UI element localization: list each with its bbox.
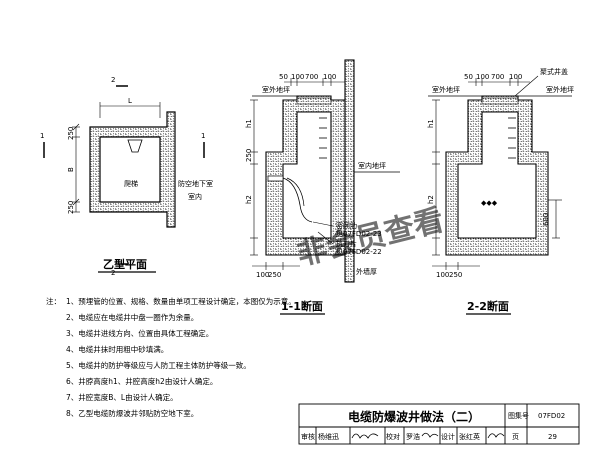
s1-dim-250: 250 bbox=[245, 149, 253, 162]
s1-bottom-dim-250: 250 bbox=[268, 271, 281, 279]
s2-title: 2-2断面 bbox=[467, 299, 509, 313]
s1-part1-ref: 见07FD02-23 bbox=[336, 230, 382, 238]
s1-cover-slab bbox=[296, 97, 332, 105]
design-label: 设计 bbox=[441, 432, 455, 441]
note-item: 3、电缆井进线方向、位置由具体工程确定。 bbox=[66, 328, 213, 338]
s2-outdoor-ground-right: 室外地坪 bbox=[546, 85, 574, 94]
check-label: 校对 bbox=[386, 432, 400, 441]
note-item: 7、井腔宽度B、L由设计人确定。 bbox=[66, 392, 178, 402]
plan-dim-250-bottom: 250 bbox=[67, 201, 75, 214]
s2-dim-h1: h1 bbox=[427, 119, 435, 128]
s1-ladder-rungs bbox=[319, 117, 327, 159]
s1-wall-thickness-label: 外墙厚 bbox=[356, 267, 377, 276]
note-item: 6、井脖高度h1、井腔高度h2由设计人确定。 bbox=[66, 376, 217, 386]
s2-cover-slab bbox=[481, 97, 519, 105]
s1-top-dim-100b: 100 bbox=[323, 73, 336, 81]
checker-signature bbox=[421, 432, 439, 438]
s2-outdoor-ground-left: 室外地坪 bbox=[432, 85, 460, 94]
s2-ladder-rungs bbox=[508, 117, 516, 159]
s1-cable-2 bbox=[286, 177, 305, 207]
atlas-label: 图集号 bbox=[508, 411, 529, 420]
note-item: 8、乙型电缆防爆波井邻贴防空地下室。 bbox=[66, 408, 198, 418]
s2-top-dim-100: 100 bbox=[476, 73, 489, 81]
note-item: 4、电缆井抹时用粗中砂填满。 bbox=[66, 344, 168, 354]
note-item: 5、电缆井的防护等级应与人防工程主体防护等级一致。 bbox=[66, 360, 251, 370]
s2-bottom-dim-250: 250 bbox=[449, 271, 462, 279]
room-label-1: 防空地下室 bbox=[178, 179, 213, 188]
s1-leader-2 bbox=[317, 231, 334, 245]
review-label: 审核 bbox=[301, 432, 315, 441]
watermark: 非会员查看 bbox=[293, 203, 447, 273]
plan-walls bbox=[89, 111, 176, 228]
s1-dim-h2: h2 bbox=[245, 195, 253, 204]
reviewer-name: 杨维迅 bbox=[318, 432, 339, 441]
s2-shaft-walls bbox=[445, 95, 549, 256]
designer-name: 张红英 bbox=[459, 432, 480, 441]
plan-dim-250-top: 250 bbox=[67, 127, 75, 140]
s2-cover-label: 聚式井盖 bbox=[540, 67, 568, 76]
s2-top-dim-50: 50 bbox=[464, 73, 473, 81]
s1-side-dimension-line bbox=[250, 99, 258, 256]
page-label: 页 bbox=[512, 433, 519, 441]
s2-dim-600: 600 bbox=[542, 213, 550, 226]
s1-pipe bbox=[267, 175, 284, 182]
plan-dimension-lines bbox=[72, 102, 161, 213]
s1-top-dim-700: 700 bbox=[305, 73, 318, 81]
ladder-label: 爬梯 bbox=[124, 179, 138, 188]
plan-dim-L: L bbox=[128, 97, 132, 105]
title-block: 电缆防爆波井做法（二） 图集号 07FD02 审核 杨维迅 校对 罗浩 设计 张… bbox=[298, 403, 580, 445]
cut-mark-2-top: 2 bbox=[111, 76, 115, 84]
s1-leader-1 bbox=[312, 221, 334, 227]
s2-top-dim-700: 700 bbox=[491, 73, 504, 81]
drawing-title: 电缆防爆波井做法（二） bbox=[348, 409, 480, 424]
room-label-2: 室内 bbox=[188, 192, 202, 201]
s1-part2-name: 抗力片 bbox=[336, 239, 357, 248]
designer-signature bbox=[487, 433, 505, 439]
s1-top-dim-50: 50 bbox=[279, 73, 288, 81]
plan-cut-marks bbox=[43, 85, 205, 265]
plan-view: 1 1 2 2 爬梯 防空地下室 室内 L 250 B 250 乙型平面 bbox=[40, 76, 213, 277]
s1-title: 1-1断面 bbox=[281, 299, 323, 313]
ladder-symbol bbox=[127, 139, 143, 153]
plan-dim-B: B bbox=[67, 167, 75, 172]
plan-title: 乙型平面 bbox=[103, 257, 147, 271]
note-item: 2、电缆应在电缆井中盘一圈作为余量。 bbox=[66, 312, 198, 322]
cut-mark-1-right: 1 bbox=[201, 132, 205, 140]
s1-outer-wall bbox=[344, 59, 355, 283]
section-1-1: 50 100 700 100 室外地坪 室内地坪 密闭肋 见07FD02-23 … bbox=[245, 59, 400, 315]
notes-block: 注： 1、预埋管的位置、规格、数量由单项工程设计确定，本图仅为示意。 2、电缆应… bbox=[46, 296, 296, 418]
s1-part1-name: 密闭肋 bbox=[336, 221, 357, 230]
checker-name: 罗浩 bbox=[406, 432, 420, 441]
cut-mark-1-left: 1 bbox=[40, 132, 44, 140]
s2-cover-leader bbox=[514, 75, 539, 97]
s1-part2-ref: 见07FD02-22 bbox=[336, 248, 382, 256]
s2-bottom-dim-100: 100 bbox=[436, 271, 449, 279]
atlas-number: 07FD02 bbox=[538, 412, 565, 420]
s1-bottom-dim-100: 100 bbox=[256, 271, 269, 279]
s1-bottom-dimension-line bbox=[252, 262, 300, 270]
notes-prefix: 注： bbox=[46, 296, 61, 306]
s2-symbols: ◆◆◆ bbox=[481, 199, 498, 207]
reviewer-signature bbox=[351, 433, 379, 439]
page-number: 29 bbox=[548, 433, 557, 441]
s1-indoor-ground-label: 室内地坪 bbox=[358, 161, 386, 170]
s2-dim-h2: h2 bbox=[427, 195, 435, 204]
s1-cable bbox=[282, 177, 313, 223]
s1-dim-h1: h1 bbox=[245, 119, 253, 128]
s2-bottom-dimension-line bbox=[432, 262, 480, 270]
s1-top-dim-100: 100 bbox=[291, 73, 304, 81]
section-2-2: 50 100 700 100 聚式井盖 室外地坪 室外地坪 ◆◆◆ h1 h2 … bbox=[427, 67, 574, 315]
note-item: 1、预埋管的位置、规格、数量由单项工程设计确定，本图仅为示意。 bbox=[66, 296, 296, 306]
s1-top-dimension-line bbox=[284, 78, 345, 86]
s2-side-dimension-line bbox=[432, 99, 562, 256]
cut-mark-2-bottom: 2 bbox=[111, 269, 115, 277]
s2-top-dimension-line bbox=[468, 78, 530, 86]
s1-outdoor-ground-label: 室外地坪 bbox=[262, 85, 290, 94]
s2-top-dim-100b: 100 bbox=[509, 73, 522, 81]
